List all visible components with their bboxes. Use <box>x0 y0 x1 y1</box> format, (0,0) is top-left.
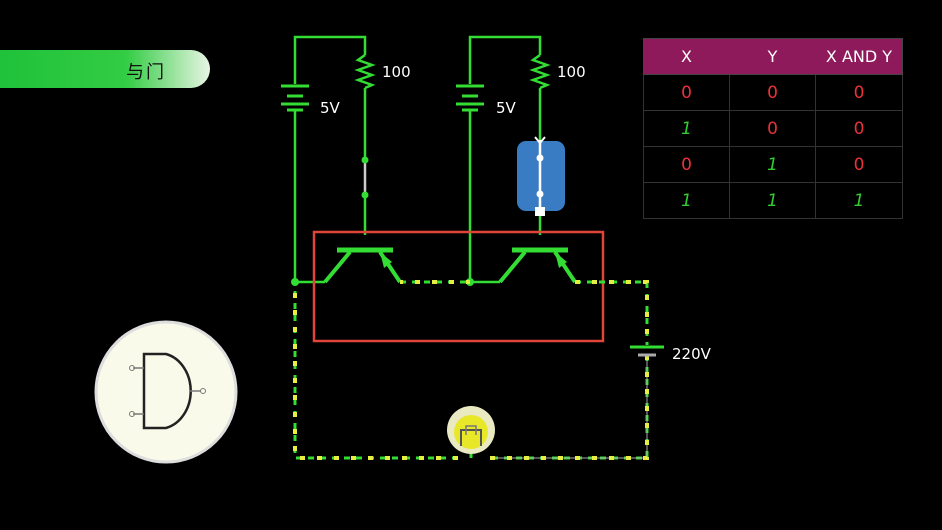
header-x: X <box>643 38 730 75</box>
table-row: 1 0 0 <box>643 110 903 147</box>
left-supply-loop <box>293 35 367 282</box>
right-switch-y <box>517 136 565 216</box>
highlight-box <box>312 230 605 343</box>
right-battery <box>456 84 484 112</box>
cell-x: 0 <box>643 146 730 183</box>
left-battery <box>281 84 309 112</box>
table-row: 1 1 1 <box>643 182 903 219</box>
table-row: 0 1 0 <box>643 146 903 183</box>
banner-title: 与门 <box>126 62 166 83</box>
header-x-and-y: X AND Y <box>815 38 903 75</box>
cell-x: 0 <box>643 74 730 111</box>
transistor-right <box>498 247 577 284</box>
cell-result: 0 <box>815 110 903 147</box>
right-supply-loop <box>468 35 542 282</box>
cell-result: 1 <box>815 182 903 219</box>
cell-x: 1 <box>643 182 730 219</box>
truth-table-header: X Y X AND Y <box>643 38 903 75</box>
header-y: Y <box>729 38 816 75</box>
cell-y: 0 <box>729 74 816 111</box>
transistor-left <box>323 247 402 284</box>
and-gate-icon <box>94 320 238 464</box>
resistor-right-label: 100 <box>557 63 586 81</box>
battery-main-label: 220V <box>672 345 712 363</box>
left-resistor <box>354 53 376 90</box>
main-circuit <box>293 280 649 460</box>
cell-x: 1 <box>643 110 730 147</box>
lamp-icon <box>447 406 495 458</box>
cell-y: 1 <box>729 146 816 183</box>
cell-y: 0 <box>729 110 816 147</box>
title-banner: 与门 <box>0 50 210 88</box>
battery-right-label: 5V <box>496 99 517 117</box>
left-switch-x <box>361 156 369 199</box>
cell-y: 1 <box>729 182 816 219</box>
right-resistor <box>529 53 551 90</box>
resistor-left-label: 100 <box>382 63 411 81</box>
truth-table: X Y X AND Y 0 0 0 1 0 0 0 1 0 1 <box>643 38 903 219</box>
cell-result: 0 <box>815 74 903 111</box>
cell-result: 0 <box>815 146 903 183</box>
main-battery <box>630 345 664 357</box>
table-row: 0 0 0 <box>643 74 903 111</box>
battery-left-label: 5V <box>320 99 341 117</box>
